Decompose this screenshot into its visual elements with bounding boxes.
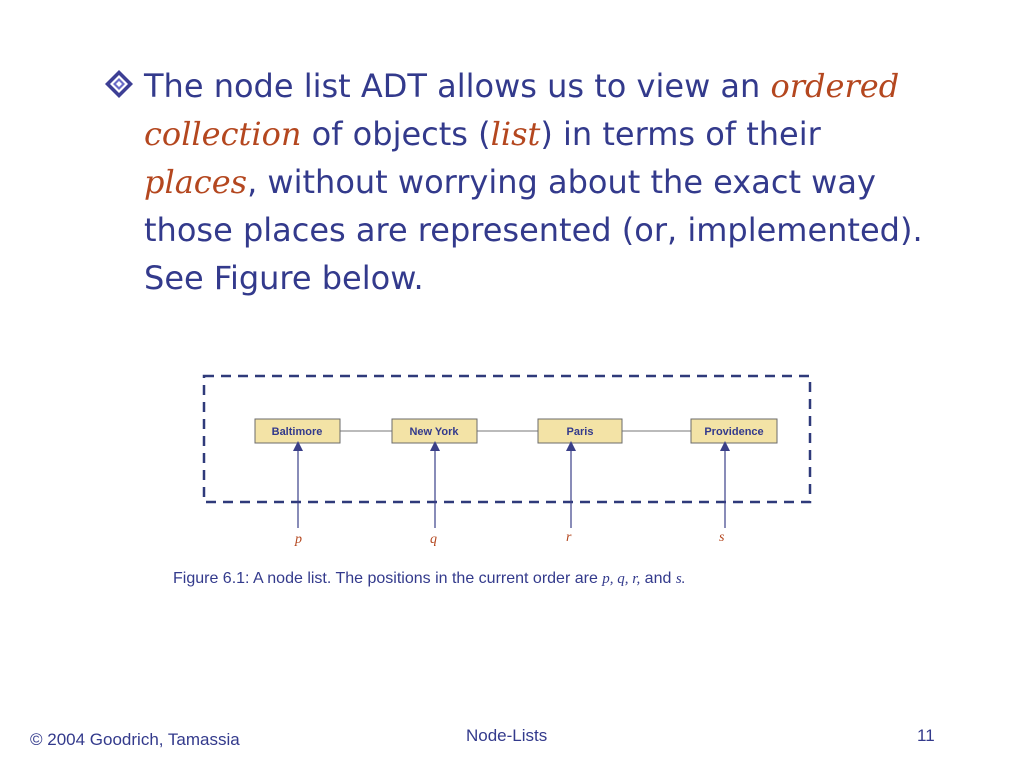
- diamond-bullet-icon: [105, 70, 133, 98]
- list-container-border: [202, 374, 812, 504]
- caption-and: and: [640, 570, 676, 587]
- node-label: Baltimore: [272, 426, 323, 438]
- bullet-text-part4: , without worrying about the exact way t…: [144, 163, 923, 297]
- node-paris: Paris: [537, 418, 623, 444]
- emphasis-places: places: [144, 163, 248, 201]
- bullet-text-part3: ) in terms of their: [540, 115, 821, 153]
- emphasis-ordered-collection: ordered collection: [144, 67, 900, 153]
- footer-page-number: 11: [917, 726, 935, 745]
- node-providence: Providence: [690, 418, 778, 444]
- figure-caption: Figure 6.1: A node list. The positions i…: [173, 570, 685, 588]
- node-new-york: New York: [391, 418, 478, 444]
- caption-prefix: Figure 6.1: A node list. The positions i…: [173, 570, 603, 587]
- position-label-s: s: [719, 530, 725, 545]
- bullet-text: The node list ADT allows us to view an o…: [144, 62, 944, 302]
- position-label-r: r: [566, 530, 572, 545]
- position-label-q: q: [430, 532, 437, 547]
- node-baltimore: Baltimore: [254, 418, 341, 444]
- node-label: Providence: [704, 426, 763, 438]
- footer-copyright: © 2004 Goodrich, Tamassia: [30, 730, 240, 749]
- emphasis-list: list: [490, 115, 541, 153]
- bullet-text-part2: of objects (: [301, 115, 491, 153]
- bullet-text-part1: The node list ADT allows us to view an: [144, 67, 771, 105]
- node-label: New York: [409, 426, 459, 438]
- caption-last-position: s.: [675, 571, 686, 587]
- position-label-p: p: [294, 532, 302, 547]
- footer-title: Node-Lists: [466, 726, 548, 745]
- caption-positions: p, q, r,: [602, 571, 641, 587]
- node-label: Paris: [567, 426, 594, 438]
